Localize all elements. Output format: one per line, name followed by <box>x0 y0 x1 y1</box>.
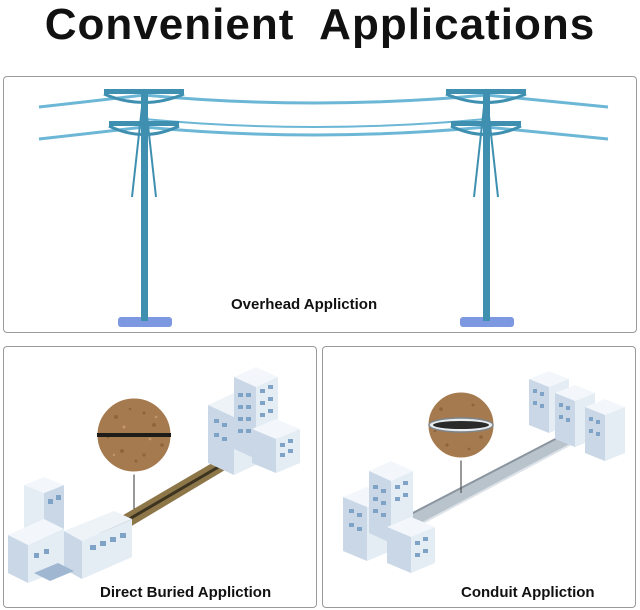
power-lines <box>38 93 609 141</box>
conduit-pipe <box>408 432 578 526</box>
conduit-caption: Conduit Appliction <box>461 584 595 601</box>
conduit-magnifier <box>425 389 497 493</box>
right-tower-buildings <box>529 371 625 461</box>
left-utility-pole <box>103 88 185 327</box>
overhead-application-panel: Overhead Appliction <box>3 76 637 333</box>
direct-buried-caption: Direct Buried Appliction <box>100 584 272 601</box>
overhead-illustration <box>38 88 609 327</box>
right-buildings <box>208 367 300 475</box>
conduit-illustration <box>343 371 625 573</box>
direct-buried-illustration <box>8 367 300 583</box>
left-factory-buildings <box>8 477 132 583</box>
right-utility-pole <box>445 88 527 327</box>
soil-magnifier <box>94 395 174 509</box>
page-title: Convenient Applications <box>44 0 596 49</box>
overhead-caption: Overhead Appliction <box>231 296 378 313</box>
direct-buried-application-panel: Direct Buried Appliction <box>3 346 317 608</box>
conduit-application-panel: Conduit Appliction <box>322 346 636 608</box>
left-buildings <box>343 461 435 573</box>
